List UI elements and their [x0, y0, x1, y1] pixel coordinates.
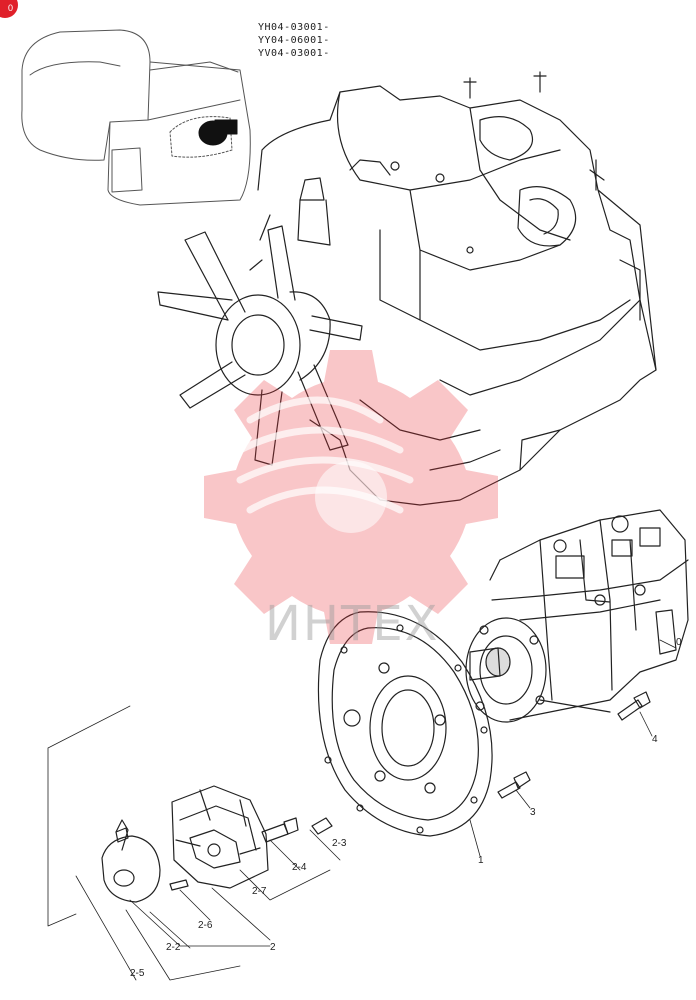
bolt-item-4	[617, 691, 651, 721]
callout-2-7: 2-7	[252, 886, 267, 897]
corner-badge: 0	[0, 0, 18, 18]
pin-item-2-6	[169, 879, 189, 891]
bolt-item-3	[497, 771, 531, 799]
screw-item-2-5	[115, 827, 129, 843]
watermark-hole	[315, 461, 387, 533]
serial-number-3: YV04-03001-	[258, 48, 330, 59]
callout-1: 1	[478, 855, 484, 866]
callout-2-5: 2-5	[130, 968, 145, 979]
callout-4: 4	[652, 734, 658, 745]
callout-2-3: 2-3	[332, 838, 347, 849]
callout-2-6: 2-6	[198, 920, 213, 931]
bolt-item-2-4	[261, 817, 299, 843]
serial-number-1: YH04-03001-	[258, 22, 330, 33]
callout-2: 2	[270, 942, 276, 953]
callout-3: 3	[530, 807, 536, 818]
hydraulic-pump	[465, 509, 689, 723]
callout-2-2: 2-2	[166, 942, 181, 953]
callout-0: 0	[676, 637, 682, 648]
engine-assembly	[249, 71, 657, 506]
machine-overview-thumbnail	[21, 29, 251, 206]
pin-item-2-3	[311, 817, 333, 835]
callout-2-4: 2-4	[292, 862, 307, 873]
leader-lines	[47, 639, 677, 981]
watermark-text: ИНТЕХ	[265, 596, 440, 652]
serial-number-2: YY04-06001-	[258, 35, 330, 46]
cooling-fan	[157, 225, 363, 466]
flywheel-housing	[317, 611, 493, 837]
callout-labels: 0 1 2 2-2 2-3 2-4 2-5 2-6 2-7 3 4	[130, 637, 682, 979]
coupling-hub-item-2-2	[101, 819, 161, 903]
coupling-assembly	[171, 785, 269, 889]
